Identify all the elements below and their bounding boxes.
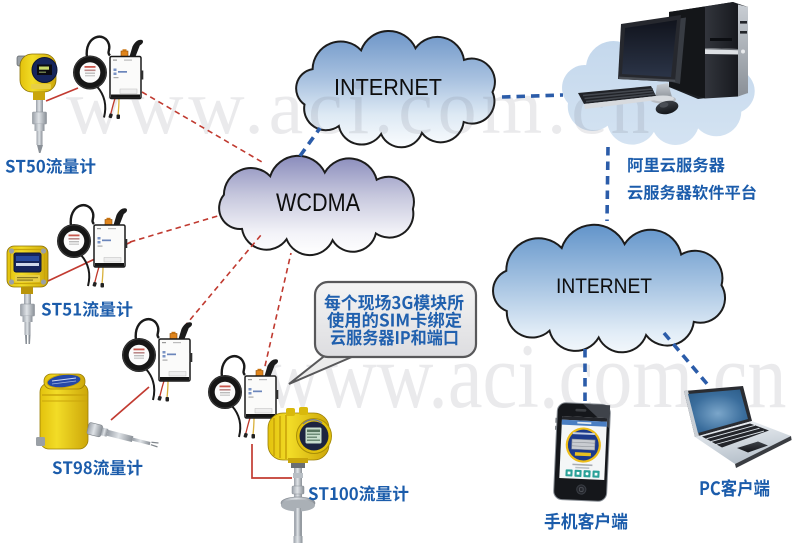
svg-text:WCDMA: WCDMA bbox=[276, 189, 360, 217]
svg-text:INTERNET: INTERNET bbox=[556, 275, 652, 298]
svg-text:www.aci.com.cn: www.aci.com.cn bbox=[66, 63, 654, 150]
svg-text:INTERNET: INTERNET bbox=[334, 74, 442, 100]
